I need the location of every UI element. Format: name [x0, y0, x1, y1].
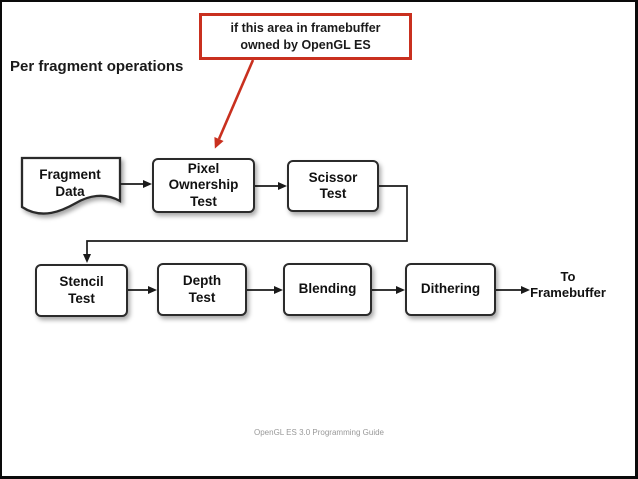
slide-heading: Per fragment operations [10, 58, 184, 75]
callout-arrow [214, 59, 255, 149]
node-dithering: Dithering [405, 263, 496, 316]
node-blending: Blending [283, 263, 372, 316]
node-fragment-data: Fragment Data [39, 167, 101, 199]
node-stencil-test: Stencil Test [35, 264, 128, 317]
node-scissor-test: Scissor Test [287, 160, 379, 212]
node-to-framebuffer: To Framebuffer [530, 269, 606, 300]
node-pixel-ownership-test: Pixel Ownership Test [152, 158, 255, 213]
callout-text-line2: owned by OpenGL ES [240, 37, 371, 52]
footer-caption: OpenGL ES 3.0 Programming Guide [254, 428, 384, 437]
node-depth-test: Depth Test [157, 263, 247, 316]
callout-box: if this area in framebuffer owned by Ope… [199, 13, 412, 60]
callout-text-line1: if this area in framebuffer [230, 20, 381, 35]
